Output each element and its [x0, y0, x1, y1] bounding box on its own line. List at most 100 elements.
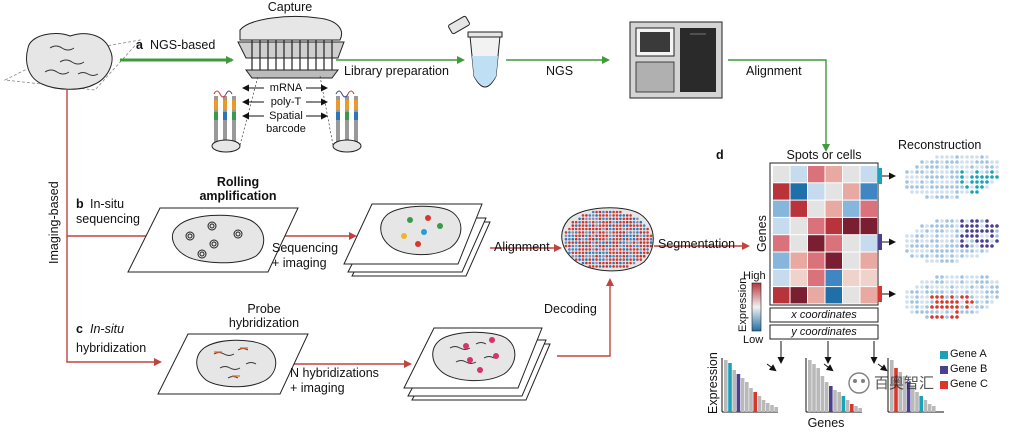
capture-slide-icon — [237, 16, 345, 79]
gene-expression-barplot — [721, 358, 778, 413]
capture-label-barcode: barcode — [266, 123, 306, 135]
barplot-bar — [854, 406, 858, 412]
x-coordinates-label: x coordinates — [791, 309, 857, 321]
reconstruction-title: Reconstruction — [898, 138, 982, 152]
matrix-cell — [825, 183, 842, 200]
imaging-based-label: Imaging-based — [47, 181, 61, 264]
n-hyb-label-2: + imaging — [290, 381, 345, 395]
barplot-bar — [732, 370, 736, 412]
matrix-cell — [773, 183, 790, 200]
matrix-cell — [808, 183, 825, 200]
barplot-bar — [932, 406, 936, 412]
probe-label-2: hybridization — [228, 316, 300, 330]
barplot-bar — [766, 403, 770, 412]
matrix-cell — [790, 235, 807, 252]
sequencer-icon — [629, 21, 723, 99]
segmentation-label: Segmentation — [658, 237, 736, 251]
expression-barplots — [721, 358, 944, 413]
seq-imaging-label-2: + imaging — [272, 256, 327, 270]
matrix-cell — [808, 200, 825, 217]
matrix-cell — [860, 269, 877, 287]
barplot-bar — [753, 392, 757, 412]
barplot-bar — [919, 396, 923, 412]
barplot-bar — [736, 374, 741, 412]
panel-a-letter: a — [136, 38, 143, 52]
matrix-cell — [790, 200, 807, 217]
watermark-text: 百奥智汇 — [874, 375, 935, 392]
alignment-mid-label: Alignment — [494, 240, 550, 254]
barplot-bar — [915, 392, 919, 412]
probe-label-arrows — [242, 84, 328, 120]
matrix-cell — [825, 252, 842, 269]
matrix-cell — [808, 166, 825, 183]
barplot-bar — [841, 396, 846, 412]
matrix-cell — [825, 166, 842, 183]
matrix-cell — [773, 252, 790, 269]
matrix-cell — [825, 269, 842, 287]
barplot-bar — [770, 405, 774, 412]
rolling-label-2: amplification — [199, 189, 277, 203]
matrix-cell — [843, 287, 860, 304]
barplot-bar — [845, 400, 850, 412]
alignment-top-label: Alignment — [746, 64, 802, 78]
capture-label-mrna: mRNA — [269, 82, 303, 94]
decoding-label: Decoding — [544, 302, 597, 316]
matrix-cell — [808, 269, 825, 287]
matrix-cell — [843, 183, 860, 200]
matrix-cell — [773, 235, 790, 252]
barplot-bar — [761, 400, 766, 412]
matrix-cell — [773, 287, 790, 304]
y-coordinates-label: y coordinates — [791, 326, 857, 338]
matrix-row-markers — [878, 168, 896, 302]
barplot-bar — [816, 368, 820, 412]
barplot-bar — [740, 378, 745, 412]
barplot-bar — [898, 372, 902, 412]
matrix-cell — [808, 217, 825, 235]
matrix-cell — [860, 183, 877, 200]
matrix-cell — [843, 252, 860, 269]
matrix-cell — [808, 287, 825, 304]
barplot-bar — [757, 396, 762, 412]
seq-imaging-label-1: Sequencing — [272, 241, 339, 255]
matrix-cell — [808, 252, 825, 269]
probe-label-1: Probe — [247, 302, 281, 316]
barplot-bar — [774, 407, 778, 412]
coordinate-boxes — [769, 307, 879, 340]
matrix-cell — [860, 287, 877, 304]
barplot-bar — [837, 392, 841, 412]
capture-label-polyt: poly-T — [270, 96, 302, 108]
matrix-cell — [860, 235, 877, 252]
matrix-to-barplot-arrows — [766, 341, 888, 372]
panel-c-title-2: hybridization — [76, 341, 147, 355]
barplot-bar — [906, 382, 911, 412]
matrix-cell — [808, 235, 825, 252]
reconstruction-maps — [905, 155, 999, 319]
panel-b-letter: b — [76, 197, 84, 211]
legend-gene-c: Gene C — [950, 378, 988, 390]
barcode-probes-right — [319, 75, 362, 153]
ngs-label: NGS — [546, 64, 574, 78]
panel-c-title-1: In-situ — [90, 322, 125, 336]
expression-scale-bar — [751, 282, 762, 332]
watermark-logo — [848, 372, 870, 394]
barplot-bar — [745, 382, 749, 412]
barplot-bar — [923, 400, 928, 412]
barplot-bar — [833, 390, 837, 412]
matrix-cell — [843, 200, 860, 217]
barplot-bar — [829, 386, 833, 412]
barplot-bar — [902, 376, 907, 412]
barplot-bar — [850, 404, 854, 412]
matrix-title: Spots or cells — [786, 148, 862, 162]
panel-a-title: NGS-based — [150, 38, 216, 52]
matrix-cell — [790, 166, 807, 183]
matrix-cell — [825, 217, 842, 235]
legend-gene-a: Gene A — [950, 348, 987, 360]
gene-expression-barplot — [887, 358, 944, 413]
matrix-cell — [790, 217, 807, 235]
rolling-label-1: Rolling — [216, 175, 260, 189]
matrix-cell — [773, 166, 790, 183]
tissue-section — [3, 33, 142, 91]
reconstruction-map — [905, 219, 999, 263]
